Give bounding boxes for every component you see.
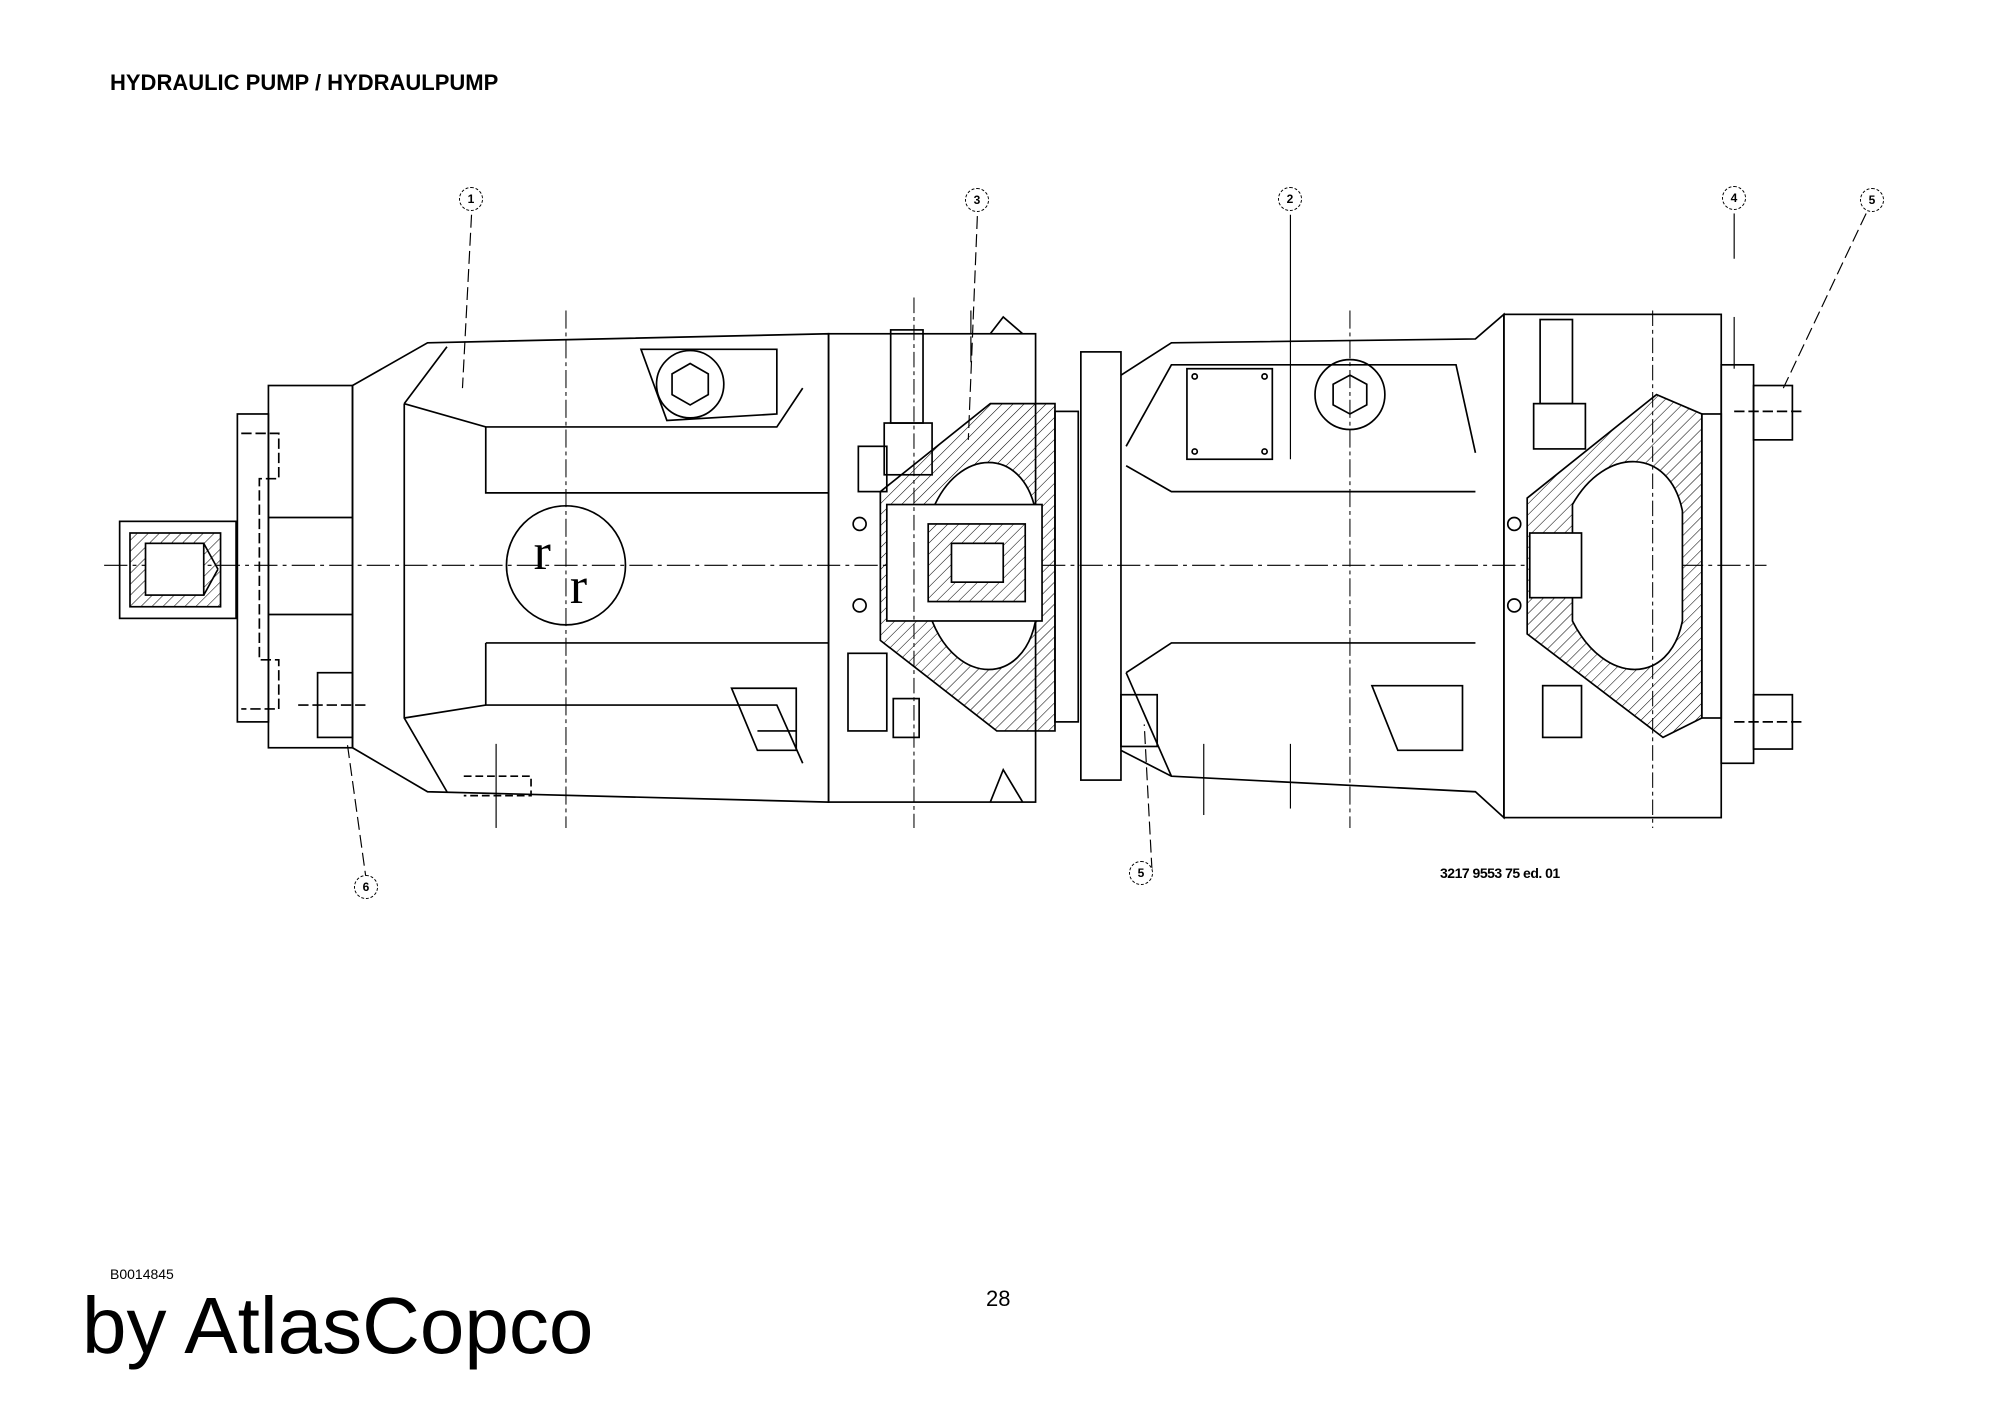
callout-3: 3: [965, 188, 989, 212]
page-title: HYDRAULIC PUMP / HYDRAULPUMP: [110, 70, 499, 95]
callout-4: 4: [1722, 186, 1746, 210]
pump-housing-1: r r: [351, 310, 830, 828]
valve-section-1: [827, 297, 1080, 828]
manufacturer-logo: r: [534, 524, 551, 581]
callout-6: 6: [354, 875, 378, 899]
pump-housing-2: [1120, 310, 1505, 828]
valve-section-2: [1503, 310, 1806, 828]
callout-1: 1: [459, 187, 483, 211]
svg-text:r: r: [570, 558, 587, 615]
brand-footer: by AtlasCopco: [82, 1281, 594, 1370]
callout-2: 2: [1278, 187, 1302, 211]
page-number: 28: [986, 1286, 1011, 1311]
callout-5-bottom: 5: [1129, 861, 1153, 885]
callout-5-top: 5: [1860, 188, 1884, 212]
document-id: B0014845: [110, 1266, 174, 1282]
drive-shaft: [118, 520, 237, 620]
part-number: 3217 9553 75 ed. 01: [1440, 865, 1560, 881]
